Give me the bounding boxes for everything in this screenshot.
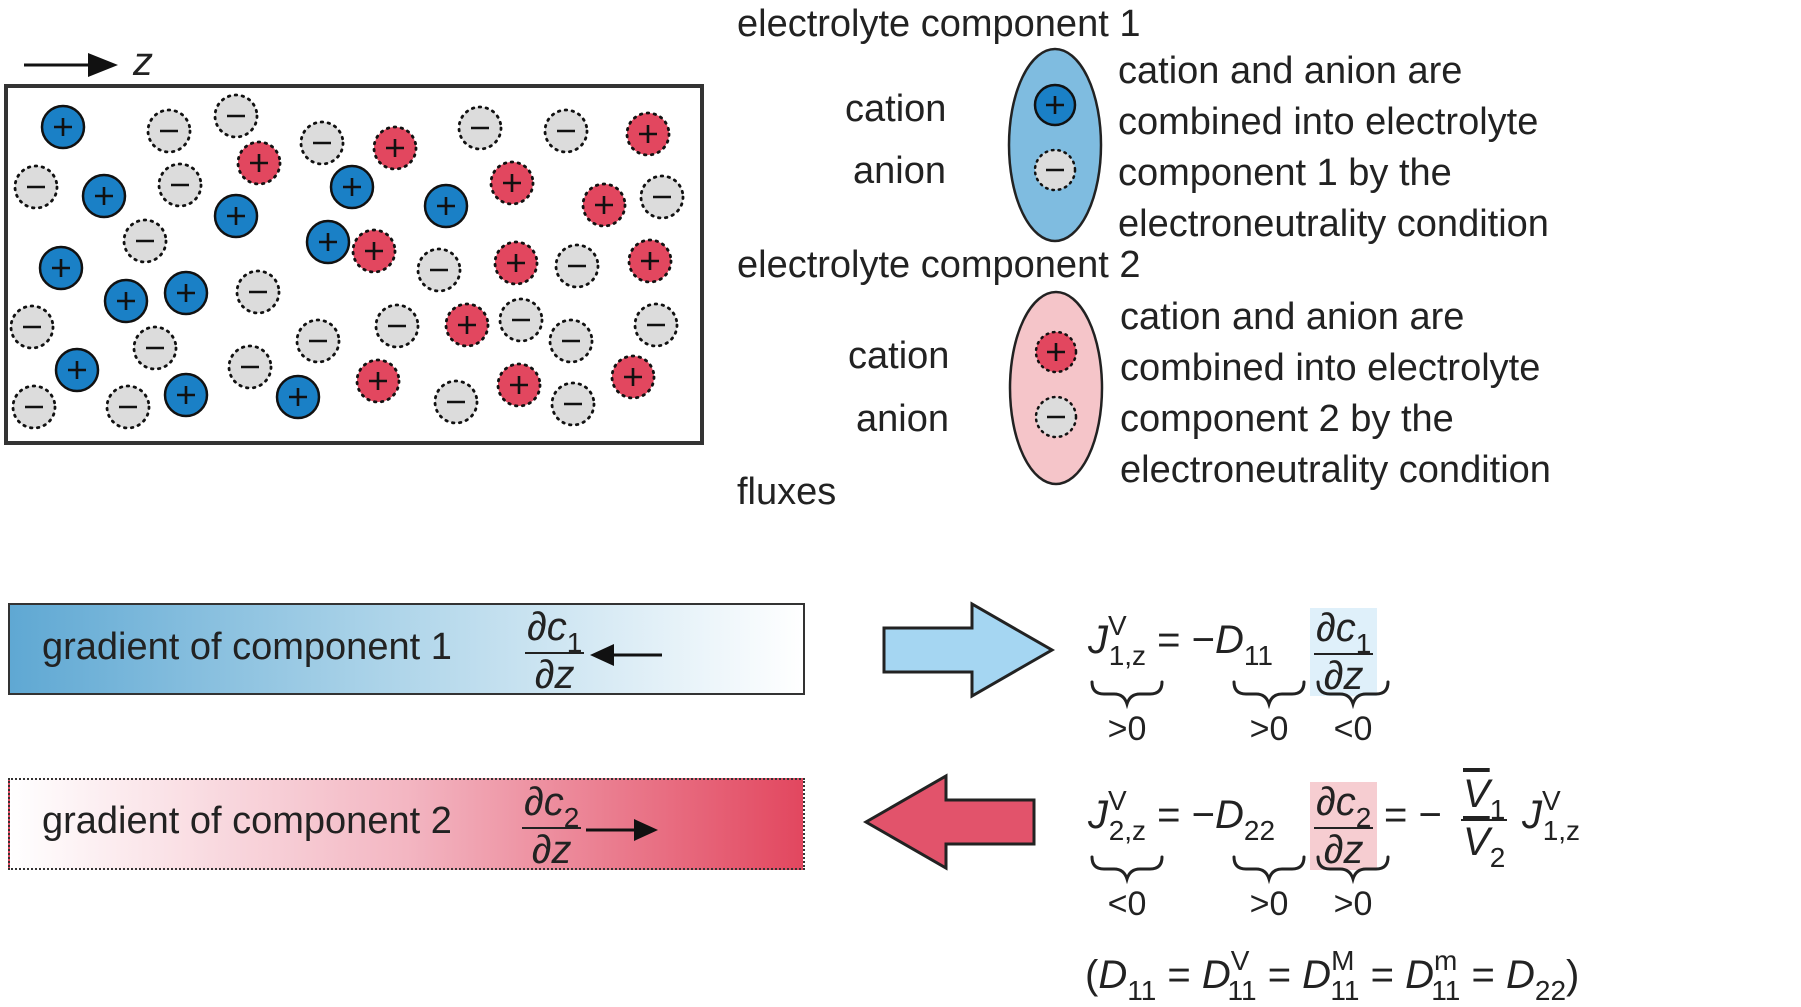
legend-title-component-1: electrolyte component 1 xyxy=(737,3,1141,45)
legend-cation-label-2: cation xyxy=(848,335,950,377)
cation-particle-component-1 xyxy=(163,372,209,418)
anion-particle xyxy=(554,243,600,289)
anion-particle xyxy=(639,174,685,220)
anion-particle xyxy=(548,318,594,364)
anion-particle xyxy=(213,93,259,139)
cation-particle-component-1 xyxy=(38,245,84,291)
cation-particle-component-1 xyxy=(213,193,259,239)
flux-equation-2-j1: JV1,z xyxy=(1522,785,1581,846)
gradient-label-1: gradient of component 1 xyxy=(42,626,452,668)
legend-cation-icon-2 xyxy=(1034,330,1078,374)
flux-equation-2: JV2,z = −D22 xyxy=(1088,785,1276,846)
legend-title-component-2: electrolyte component 2 xyxy=(737,244,1141,286)
fluxes-label: fluxes xyxy=(737,471,837,513)
legend-anion-label-2: anion xyxy=(856,398,949,440)
legend-ellipse-component-1 xyxy=(1007,47,1103,243)
brace-1a xyxy=(1090,680,1164,710)
z-axis-label: z xyxy=(133,40,153,84)
legend-description-2: cation and anion are combined into elect… xyxy=(1120,296,1551,491)
diffusion-identity: (D11 = DV11 = DM11 = Dm11 = D22) xyxy=(1085,945,1580,1006)
legend-cation-label-1: cation xyxy=(845,88,947,130)
anion-particle xyxy=(543,108,589,154)
anion-particle xyxy=(498,297,544,343)
brace-1c xyxy=(1316,680,1390,710)
anion-particle xyxy=(433,379,479,425)
anion-particle xyxy=(122,218,168,264)
cation-particle-component-2 xyxy=(627,238,673,284)
flux-equation-1-gradient: ∂c1 ∂z xyxy=(1310,608,1378,696)
anion-particle xyxy=(633,302,679,348)
flux-equation-2-rhs: = − xyxy=(1384,793,1442,837)
cation-particle-component-1 xyxy=(81,173,127,219)
anion-particle xyxy=(11,384,57,430)
anion-particle xyxy=(374,303,420,349)
legend-description-1: cation and anion are combined into elect… xyxy=(1118,50,1549,245)
anion-particle xyxy=(235,269,281,315)
particle-diagram xyxy=(4,53,704,445)
brace-label-1c: <0 xyxy=(1333,710,1373,748)
flux-arrow-right-icon xyxy=(882,601,1056,699)
legend-cation-icon-1 xyxy=(1033,83,1077,127)
anion-particle xyxy=(550,381,596,427)
gradient-arrow-right-icon xyxy=(586,819,658,841)
legend-anion-icon-1 xyxy=(1033,148,1077,192)
anion-particle xyxy=(227,344,273,390)
legend-anion-label-1: anion xyxy=(853,150,946,192)
anion-particle xyxy=(132,325,178,371)
cation-particle-component-2 xyxy=(496,362,542,408)
cation-particle-component-2 xyxy=(489,160,535,206)
cation-particle-component-2 xyxy=(236,140,282,186)
brace-2b xyxy=(1232,855,1306,885)
flux-arrow-left-icon xyxy=(862,773,1036,871)
anion-particle xyxy=(146,108,192,154)
brace-1b xyxy=(1232,680,1306,710)
gradient-derivative-2: ∂c2 ∂z xyxy=(522,780,582,872)
anion-particle xyxy=(457,105,503,151)
cation-particle-component-1 xyxy=(40,104,86,150)
brace-label-2a: <0 xyxy=(1107,885,1147,923)
anion-particle xyxy=(157,162,203,208)
legend-ellipse-component-2 xyxy=(1008,290,1104,486)
brace-label-1b: >0 xyxy=(1249,710,1289,748)
cation-particle-component-1 xyxy=(54,347,100,393)
volume-ratio: V1 V2 xyxy=(1461,772,1508,873)
cation-particle-component-2 xyxy=(610,354,656,400)
cation-particle-component-2 xyxy=(355,358,401,404)
anion-particle xyxy=(299,120,345,166)
cation-particle-component-1 xyxy=(163,270,209,316)
anion-particle xyxy=(295,318,341,364)
legend-anion-icon-2 xyxy=(1034,395,1078,439)
z-axis-arrow xyxy=(24,53,118,77)
cation-particle-component-2 xyxy=(493,240,539,286)
brace-label-1a: >0 xyxy=(1107,710,1147,748)
anion-particle xyxy=(13,164,59,210)
cation-particle-component-1 xyxy=(329,164,375,210)
cation-particle-component-1 xyxy=(423,183,469,229)
cation-particle-component-2 xyxy=(351,228,397,274)
gradient-label-2: gradient of component 2 xyxy=(42,800,452,842)
cation-particle-component-2 xyxy=(625,111,671,157)
gradient-bar-component-2 xyxy=(8,778,805,870)
flux-equation-2-gradient: ∂c2 ∂z xyxy=(1310,782,1378,870)
brace-2a xyxy=(1090,855,1164,885)
cation-particle-component-2 xyxy=(581,182,627,228)
brace-2c xyxy=(1316,855,1390,885)
brace-label-2c: >0 xyxy=(1333,885,1373,923)
flux-equation-1: JV1,z = −D11 xyxy=(1088,610,1273,671)
anion-particle xyxy=(9,304,55,350)
anion-particle xyxy=(416,247,462,293)
brace-label-2b: >0 xyxy=(1249,885,1289,923)
cation-particle-component-1 xyxy=(275,374,321,420)
cation-particle-component-2 xyxy=(372,125,418,171)
anion-particle xyxy=(105,384,151,430)
cation-particle-component-2 xyxy=(444,302,490,348)
gradient-derivative-1: ∂c1 ∂z xyxy=(525,605,585,697)
cation-particle-component-1 xyxy=(103,278,149,324)
cation-particle-component-1 xyxy=(305,219,351,265)
gradient-arrow-left-icon xyxy=(590,644,662,666)
gradient-bar-component-1 xyxy=(8,603,805,695)
